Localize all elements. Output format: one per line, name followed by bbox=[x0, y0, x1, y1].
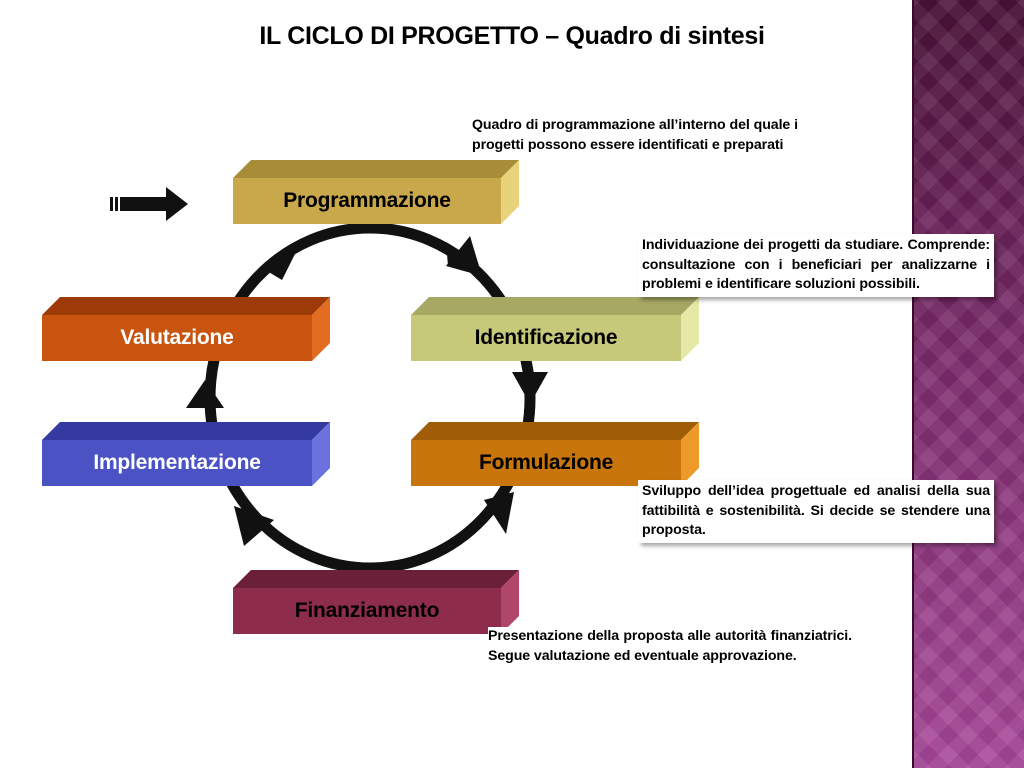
sidebar-divider bbox=[912, 0, 914, 768]
cycle-arrowhead-right-mid bbox=[512, 372, 548, 404]
note-identificazione: Individuazione dei progetti da studiare.… bbox=[638, 234, 994, 297]
decorative-sidebar bbox=[912, 0, 1024, 768]
phase-identificazione: Identificazione bbox=[411, 315, 681, 361]
phase-implementazione: Implementazione bbox=[42, 440, 312, 486]
phase-valutazione: Valutazione bbox=[42, 315, 312, 361]
cycle-arrowhead-right-top bbox=[446, 236, 482, 276]
phase-programmazione: Programmazione bbox=[233, 178, 501, 224]
phase-finanziamento: Finanziamento bbox=[233, 588, 501, 634]
title-sub: Quadro di sintesi bbox=[565, 22, 765, 50]
title-main: IL CICLO DI PROGETTO – bbox=[259, 22, 566, 50]
note-finanziamento: Presentazione della proposta alle autori… bbox=[488, 627, 852, 666]
cycle-arrowhead-left-low bbox=[234, 506, 274, 546]
phase-programmazione-label: Programmazione bbox=[283, 189, 451, 212]
phase-implementazione-label: Implementazione bbox=[93, 451, 261, 474]
phase-finanziamento-label: Finanziamento bbox=[294, 599, 440, 622]
phase-identificazione-label: Identificazione bbox=[474, 326, 618, 349]
phase-formulazione-label: Formulazione bbox=[478, 451, 614, 474]
cycle-arrowhead-left-top bbox=[262, 244, 300, 280]
cycle-arrowhead-left-mid bbox=[186, 380, 224, 408]
note-programmazione: Quadro di programmazione all’interno del… bbox=[472, 116, 798, 155]
note-formulazione: Sviluppo dell’idea progettuale ed analis… bbox=[638, 480, 994, 543]
entry-arrow-icon bbox=[110, 187, 188, 221]
cycle-arrowhead-right-low bbox=[484, 492, 514, 534]
page-title: IL CICLO DI PROGETTO – Quadro di sintesi bbox=[0, 22, 1024, 51]
phase-valutazione-label: Valutazione bbox=[120, 326, 234, 349]
phase-formulazione: Formulazione bbox=[411, 440, 681, 486]
